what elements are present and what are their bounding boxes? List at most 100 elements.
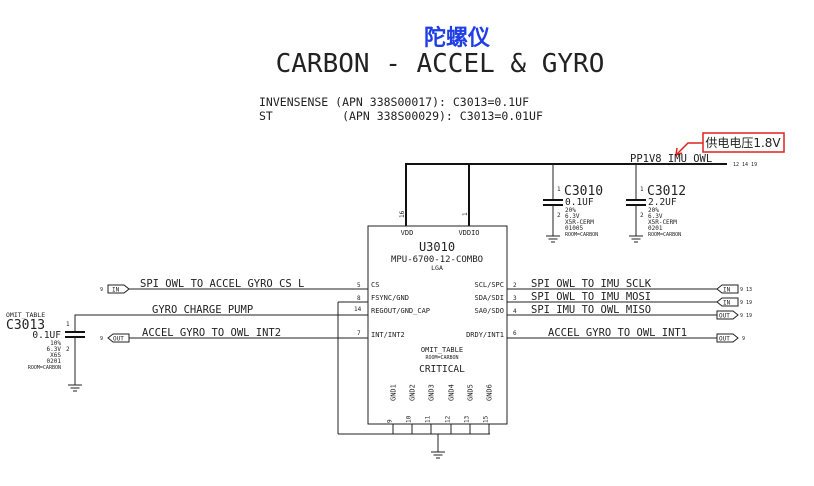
net-cs-flag [107, 284, 130, 294]
pin-name-gnd6: GND6 [486, 384, 494, 401]
pin-num-gnd4: 12 [445, 415, 452, 423]
callout-arrow [675, 142, 703, 156]
variant-note-1: INVENSENSE (APN 338S00017): C3013=0.1UF [259, 95, 529, 109]
net-miso-name: SPI_IMU_TO_OWL_MISO [531, 304, 651, 316]
power-rail-pages: 12 14 19 [733, 162, 757, 168]
c3012-ref: C3012 [647, 184, 686, 199]
callout-arrowhead [675, 147, 683, 157]
pin-name-regout: REGOUT/GND_CAP [371, 307, 430, 315]
supply-voltage-callout: 供电电压1.8V [675, 132, 785, 157]
pin-num-drdy: 6 [513, 330, 517, 337]
chip-part: MPU-6700-12-COMBO [391, 255, 483, 265]
c3013-volt: 6.3V [47, 346, 62, 353]
chip-ref: U3010 [419, 240, 455, 254]
c3012-dielectric: X5R-CERM [648, 219, 677, 226]
pin-name-gnd2: GND2 [409, 384, 417, 401]
c3010-ref: C3010 [564, 184, 603, 199]
capacitor-c3013[interactable]: OMIT_TABLE C3013 0.1UF 10% 6.3V X6S 0201… [6, 311, 85, 392]
c3012-size: 0201 [648, 225, 663, 232]
pin-num-gnd1: 9 [387, 419, 394, 423]
pin-name-fsync: FSYNC/GND [371, 294, 409, 302]
c3013-value: 0.1UF [32, 330, 61, 341]
net-cs-page: 9 [100, 287, 103, 293]
sheet-title: CARBON - ACCEL & GYRO [276, 49, 605, 79]
net-int1-name: ACCEL_GYRO_TO_OWL_INT1 [548, 327, 687, 339]
pin-name-vdd: VDD [401, 229, 414, 237]
net-cs-name: SPI_OWL_TO_ACCEL_GYRO_CS_L [140, 278, 304, 290]
net-charge-pump[interactable]: GYRO_CHARGE_PUMP [74, 304, 368, 332]
chip-body [367, 225, 508, 425]
pin-num-gnd3: 11 [425, 415, 432, 423]
pin-num-sda: 3 [513, 295, 517, 302]
net-miso-page: 9 19 [740, 313, 752, 319]
net-int2[interactable]: OUT 9 ACCEL_GYRO_TO_OWL_INT2 [100, 327, 368, 343]
net-mosi[interactable]: IN 9 19 SPI_OWL_TO_IMU_MOSI [507, 291, 752, 307]
c3013-pin2: 2 [66, 346, 70, 353]
net-charge-pump-name: GYRO_CHARGE_PUMP [152, 304, 253, 316]
c3012-value: 2.2UF [648, 197, 677, 208]
callout-label: 供电电压1.8V [705, 136, 781, 150]
c3012-pin1: 1 [640, 186, 644, 193]
chip-room: ROOM=CARBON [425, 355, 458, 361]
c3013-pin1: 1 [66, 321, 70, 328]
pin-name-vddio: VDDIO [458, 229, 479, 237]
net-cs[interactable]: IN 9 SPI_OWL_TO_ACCEL_GYRO_CS_L [100, 278, 368, 294]
net-sclk-page: 9 13 [740, 287, 752, 293]
c3010-room: ROOM=CARBON [565, 232, 598, 238]
c3012-pin2: 2 [640, 212, 644, 219]
pin-num-fsync: 8 [357, 295, 361, 302]
c3010-size: 01005 [565, 225, 583, 232]
c3010-tol: 20% [565, 207, 576, 214]
net-int1-flag-label: OUT [719, 336, 730, 343]
net-mosi-page: 9 19 [740, 300, 752, 306]
c3010-dielectric: X5R-CERM [565, 219, 594, 226]
c3010-volt: 6.3V [565, 213, 580, 220]
chip-critical: CRITICAL [419, 364, 465, 375]
net-int1-page: 9 [742, 336, 745, 342]
c3013-tol: 10% [50, 340, 61, 347]
net-cs-flag-label: IN [112, 287, 120, 294]
net-sclk-flag-label: IN [723, 287, 731, 294]
c3013-room: ROOM=CARBON [28, 365, 61, 371]
pin-num-gnd6: 15 [483, 415, 490, 423]
pin-num-cs: 5 [357, 282, 361, 289]
pin-num-vdd: 16 [399, 210, 406, 218]
net-charge-pump-wire [74, 314, 368, 332]
net-int2-page: 9 [100, 336, 103, 342]
pin-name-sda: SDA/SDI [474, 294, 504, 302]
pin-name-gnd5: GND5 [467, 384, 475, 401]
net-sclk[interactable]: IN 9 13 SPI_OWL_TO_IMU_SCLK [507, 278, 752, 294]
c3012-room: ROOM=CARBON [648, 232, 681, 238]
net-miso[interactable]: OUT 9 19 SPI_IMU_TO_OWL_MISO [507, 304, 752, 320]
pin-num-int2: 7 [357, 330, 361, 337]
c3010-pin2: 2 [557, 212, 561, 219]
pin-name-cs: CS [371, 281, 379, 289]
c3012-tol: 20% [648, 207, 659, 214]
net-int1[interactable]: OUT 9 ACCEL_GYRO_TO_OWL_INT1 [507, 327, 745, 343]
net-mosi-name: SPI_OWL_TO_IMU_MOSI [531, 291, 651, 303]
pin-name-gnd3: GND3 [428, 384, 436, 401]
variant-note-2: ST (APN 338S00029): C3013=0.01UF [259, 109, 543, 123]
pin-num-regout: 14 [354, 306, 362, 313]
net-fsync-ground [337, 301, 368, 434]
c3010-pin1: 1 [557, 186, 561, 193]
net-miso-flag-label: OUT [719, 313, 730, 320]
pin-name-int2: INT/INT2 [371, 331, 405, 339]
chip-u3010[interactable]: VDD VDDIO U3010 MPU-6700-12-COMBO LGA CS… [367, 225, 508, 425]
capacitor-c3010[interactable]: 1 2 C3010 0.1UF 20% 6.3V X5R-CERM 01005 … [543, 184, 603, 243]
net-sclk-flag [716, 284, 739, 294]
pin-num-gnd5: 13 [464, 415, 471, 423]
pin-name-sa0: SA0/SDO [474, 307, 504, 315]
pin-name-scl: SCL/SPC [474, 281, 504, 289]
c3013-size: 0201 [47, 358, 62, 365]
c3013-dielectric: X6S [50, 352, 61, 359]
power-rail-name: PP1V8_IMU_OWL [630, 153, 712, 165]
pin-num-vddio: 1 [462, 212, 469, 216]
chip-package: LGA [431, 264, 443, 272]
chinese-title: 陀螺仪 [424, 25, 491, 51]
capacitor-c3012[interactable]: 1 2 C3012 2.2UF 20% 6.3V X5R-CERM 0201 R… [626, 184, 686, 243]
c3013-ref: C3013 [6, 318, 45, 333]
pin-name-gnd1: GND1 [390, 384, 398, 401]
